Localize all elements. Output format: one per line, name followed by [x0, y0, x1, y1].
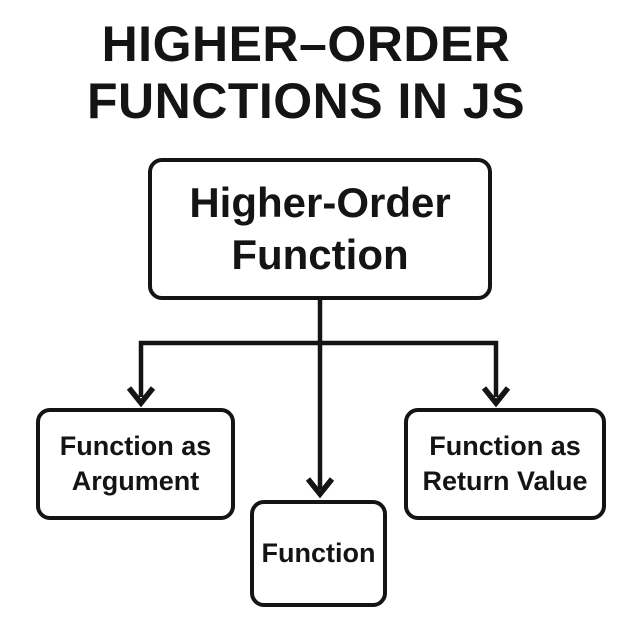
arrowhead-right-icon — [481, 386, 511, 408]
node-function-as-return-value: Function as Return Value — [404, 408, 606, 520]
node-function-as-argument: Function as Argument — [36, 408, 235, 520]
node-higher-order-function: Higher-Order Function — [148, 158, 492, 300]
arrowhead-center-icon — [305, 477, 335, 499]
node-function: Function — [250, 500, 387, 607]
arrowhead-left-icon — [126, 386, 156, 408]
diagram-title: HIGHER–ORDER FUNCTIONS IN JS — [86, 16, 526, 129]
connector-branch-bar — [138, 340, 499, 397]
